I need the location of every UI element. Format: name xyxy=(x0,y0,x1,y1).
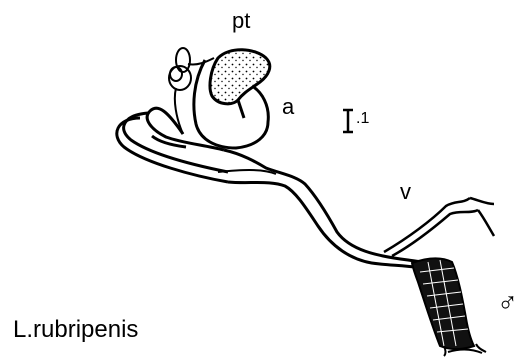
species-label: L.rubripenis xyxy=(13,318,138,342)
main-duct xyxy=(218,150,452,272)
vas-label: v xyxy=(400,181,411,203)
scale-bar xyxy=(343,110,353,132)
male-symbol: ♂ xyxy=(497,289,518,317)
atrium-label: a xyxy=(282,96,294,118)
vas-deferens xyxy=(384,198,494,256)
penis-bulb xyxy=(412,258,486,356)
coiled-duct xyxy=(169,48,214,134)
prostate-label: pt xyxy=(232,10,250,32)
prostate-duct xyxy=(238,100,244,118)
scale-label: .1 xyxy=(356,111,369,127)
